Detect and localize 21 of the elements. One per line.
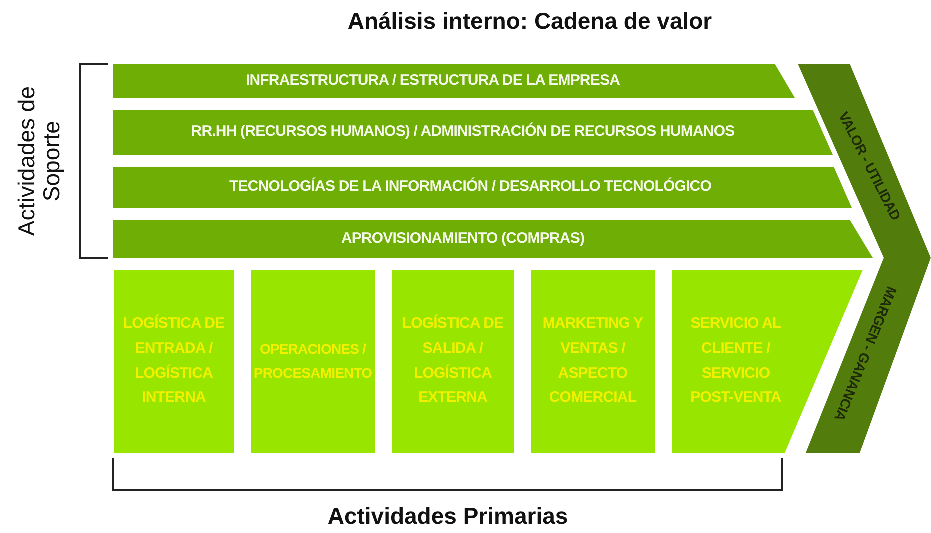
activity-label: TECNOLOGÍAS DE LA INFORMACIÓN / DESARROLLO TECNOLÓGICO	[228, 176, 712, 198]
activity-label: APROVISIONAMIENTO (COMPRAS)	[340, 228, 586, 249]
diagram-title: Análisis interno: Cadena de valor	[346, 8, 714, 35]
support-activity-bar	[113, 220, 873, 258]
activity-label: SERVICIO AL CLIENTE / SERVICIO POST-VENTA	[690, 314, 782, 408]
primary-activity-box	[251, 270, 375, 453]
primary-activity-box	[531, 270, 655, 453]
activity-label: LOGÍSTICA DE ENTRADA / LOGÍSTICA INTERNA	[122, 314, 226, 408]
group-label: Actividades de Soporte	[14, 86, 66, 238]
activity-label: INFRAESTRUCTURA / ESTRUCTURA DE LA EMPRESA	[244, 70, 622, 91]
primary-activity-box	[114, 270, 234, 453]
activity-label: OPERACIONES / PROCESAMIENTO	[255, 340, 371, 382]
activity-label: LOGÍSTICA DE SALIDA / LOGÍSTICA EXTERNA	[401, 314, 505, 408]
group-label: Actividades Primarias	[326, 503, 570, 530]
margin-chevron	[798, 64, 931, 453]
activity-label: RR.HH (RECURSOS HUMANOS) / ADMINISTRACIÓN DE RECURSOS HUMANOS	[190, 122, 736, 142]
activity-label: MARKETING Y VENTAS / ASPECTO COMERCIAL	[542, 314, 644, 408]
support-activity-bar	[113, 64, 795, 98]
primary-activity-box	[392, 270, 514, 453]
support-activity-bar	[113, 167, 852, 208]
support-activity-bar	[113, 110, 833, 155]
